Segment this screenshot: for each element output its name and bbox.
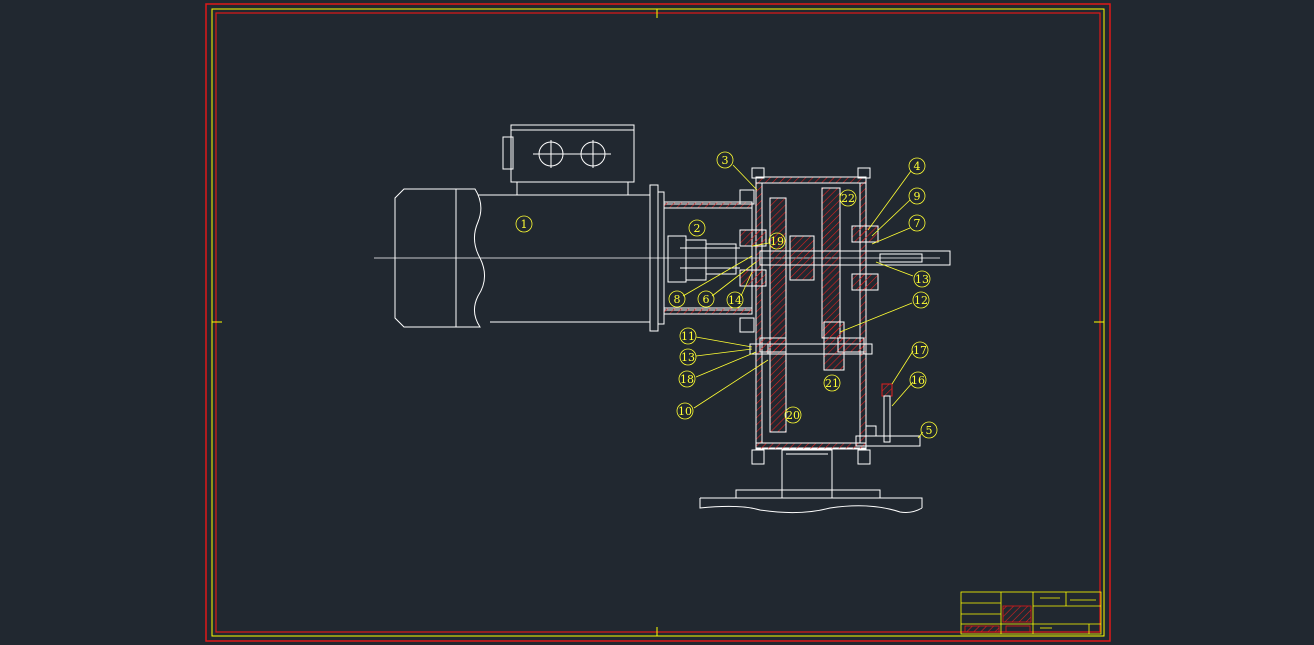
part-label: 9 <box>914 190 921 203</box>
part-label: 17 <box>913 344 927 357</box>
frame-tick-marks <box>212 9 1104 636</box>
title-block <box>960 591 1102 635</box>
part-label: 18 <box>680 373 694 386</box>
part-label: 1 <box>521 218 528 231</box>
part-label: 2 <box>694 222 701 235</box>
part-label: 14 <box>728 294 742 307</box>
part-label: 6 <box>703 293 710 306</box>
motor <box>394 124 665 332</box>
part-label: 13 <box>681 351 695 364</box>
part-label: 19 <box>770 235 784 248</box>
part-label: 3 <box>722 154 729 167</box>
lever-assembly <box>855 383 921 447</box>
part-label: 21 <box>825 377 839 390</box>
part-label: 12 <box>914 294 928 307</box>
base-stand <box>699 449 923 514</box>
gearbox-housing <box>751 167 871 465</box>
coupling-housing <box>663 189 755 333</box>
part-balloons <box>515 151 938 439</box>
part-label: 8 <box>674 293 681 306</box>
gears <box>739 187 879 433</box>
part-label: 5 <box>926 424 933 437</box>
part-balloon-labels: 1 2 3 4 9 7 22 19 8 6 14 13 12 11 13 18 … <box>521 154 933 437</box>
part-label: 11 <box>681 330 695 343</box>
part-label: 20 <box>786 409 800 422</box>
leader-lines <box>682 164 924 439</box>
part-label: 16 <box>911 374 925 387</box>
part-label: 7 <box>914 217 921 230</box>
part-label: 10 <box>678 405 692 418</box>
part-label: 22 <box>841 192 855 205</box>
part-label: 13 <box>915 273 929 286</box>
part-label: 4 <box>914 160 921 173</box>
outer-frame <box>205 3 1111 642</box>
